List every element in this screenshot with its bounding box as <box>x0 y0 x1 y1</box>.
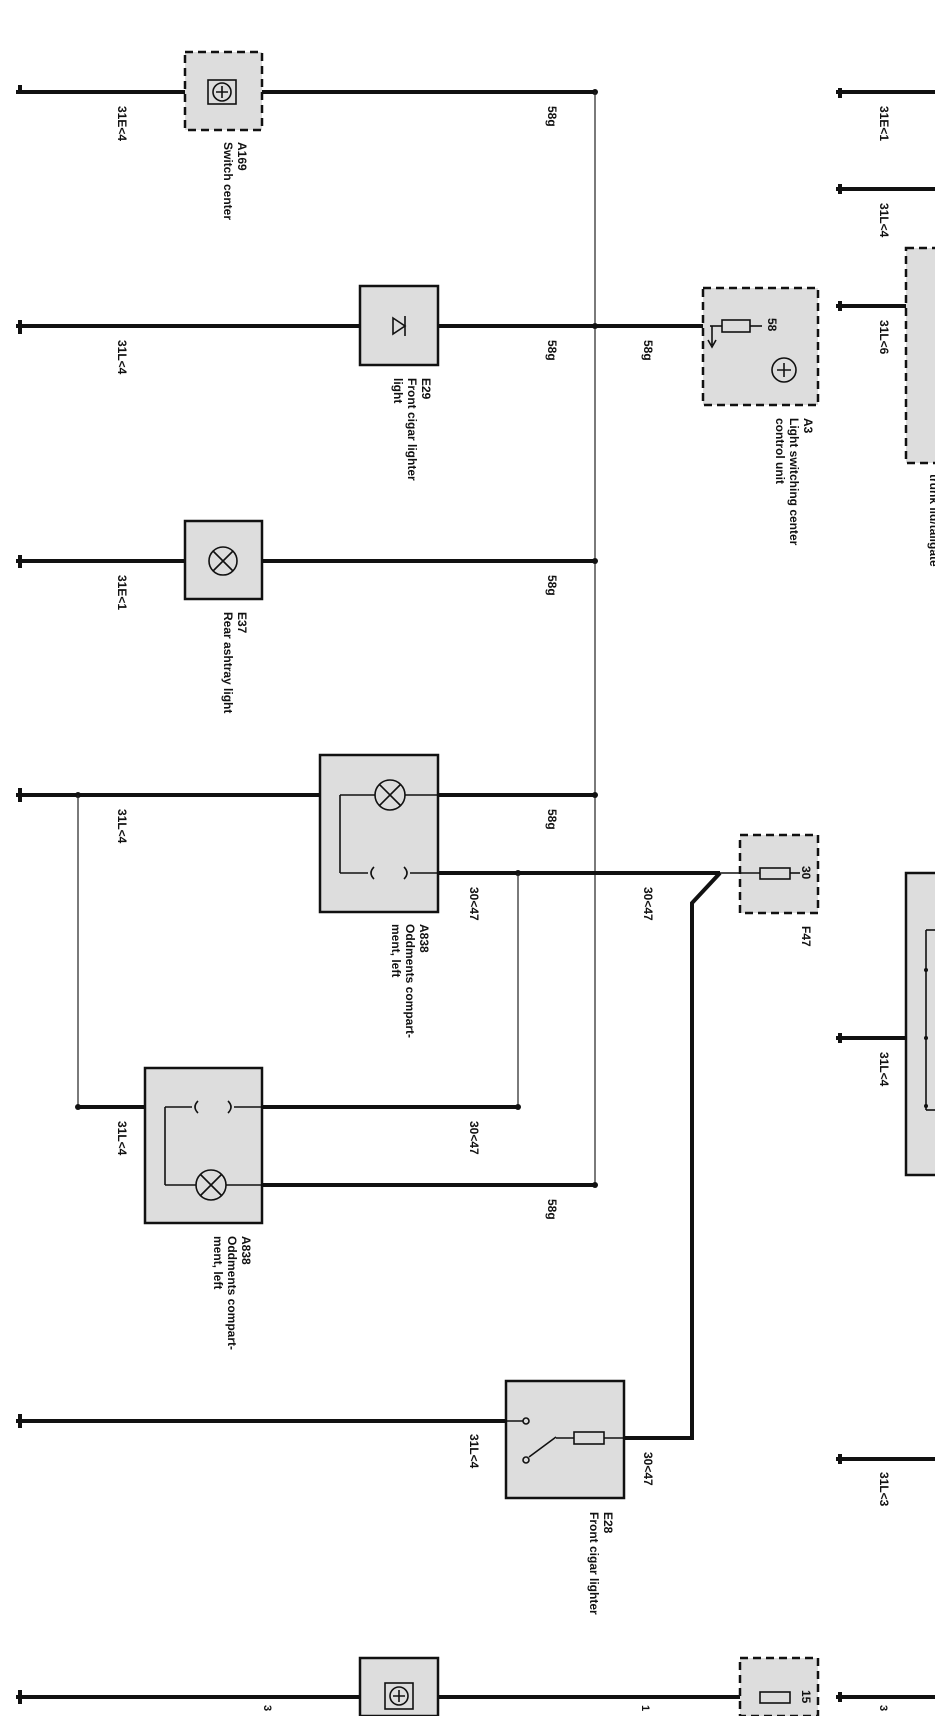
wire-label: 31L<4 <box>115 809 129 844</box>
circuit-e28: 31L<4 30<47 E28 Front cigar lighter <box>20 1379 655 1615</box>
a838-upper-box <box>318 753 440 914</box>
component-name: light <box>391 378 405 403</box>
wire-label: 58g <box>545 106 559 127</box>
component-id: A3 <box>801 418 815 434</box>
pin-label: 30 <box>799 866 813 880</box>
right-component-box <box>904 871 935 1177</box>
component-name: trunk lid/tailgate <box>927 474 935 567</box>
wire-label: 58g <box>545 1199 559 1220</box>
circuit-e29: 31L<4 58g 58g E29 Front cigar lighter li… <box>20 284 705 481</box>
component-name: Front cigar lighter <box>587 1512 601 1615</box>
component-id: F47 <box>799 926 813 947</box>
wire-label: 31L<6 <box>877 320 891 355</box>
wire-label: 58g <box>641 340 655 361</box>
feed-f47-e28 <box>625 871 722 1440</box>
circuit-bottom: 15 3 1 3 <box>20 1656 889 1716</box>
circuit-a169: 31E<4 58g A169 Switch center <box>20 50 598 220</box>
wire-label: 31L<4 <box>877 203 891 238</box>
e29-light-box <box>358 284 440 367</box>
wire-label: 3 <box>877 1705 889 1711</box>
wire-label: 30<47 <box>641 887 655 921</box>
right-circuits: 31E<1 31L<4 31L<6 trunk lid/tailgate 31L… <box>836 88 935 1702</box>
component-name: control unit <box>773 418 787 484</box>
component-f47: 30 F47 <box>720 833 820 947</box>
component-id: E29 <box>419 378 433 400</box>
bottom-fuse-box <box>738 1656 820 1716</box>
component-name: Front cigar lighter <box>405 378 419 481</box>
wire-label: 30<47 <box>467 1121 481 1155</box>
wire-label: 58g <box>545 340 559 361</box>
component-name: ment, left <box>389 924 403 977</box>
pin-label: 58 <box>765 318 779 332</box>
a3-control-unit-box <box>701 286 820 407</box>
a838-lower-box <box>143 1066 264 1225</box>
circuit-a838-upper: 31L<4 58g 30<47 30<47 A838 Oddments comp… <box>20 753 720 1038</box>
wire-label: 31L<3 <box>877 1472 891 1507</box>
f47-fuse-box <box>738 833 820 915</box>
component-name: ment, left <box>211 1236 225 1289</box>
wire-label: 30<47 <box>467 887 481 921</box>
circuit-e37: 31E<1 58g E37 Rear ashtray light <box>20 519 598 713</box>
wire-label: 30<47 <box>641 1452 655 1486</box>
wire-label: 1 <box>639 1705 651 1711</box>
wire-label: 58g <box>545 809 559 830</box>
pin-label: 15 <box>799 1690 813 1704</box>
wire-label: 31L<4 <box>115 340 129 375</box>
circuit-a838-lower: 31L<4 30<47 58g A838 Oddments compart- m… <box>75 1066 598 1350</box>
component-name: Rear ashtray light <box>221 612 235 713</box>
component-id: A838 <box>239 1236 253 1265</box>
component-id: A838 <box>417 924 431 953</box>
a169-switch-center-box <box>183 50 264 132</box>
wire-label: 31E<4 <box>115 106 129 141</box>
wire-label: 31L<4 <box>877 1052 891 1087</box>
wire-label: 31L<4 <box>115 1121 129 1156</box>
wire-label: 31E<1 <box>877 106 891 141</box>
wire-label: 58g <box>545 575 559 596</box>
component-name: Light switching center <box>787 418 801 546</box>
wire-label: 31L<4 <box>467 1434 481 1469</box>
trunk-lid-box <box>904 246 935 465</box>
wire-label: 3 <box>261 1705 273 1711</box>
component-id: E28 <box>601 1512 615 1534</box>
component-name: Oddments compart- <box>403 924 417 1038</box>
component-name: Oddments compart- <box>225 1236 239 1350</box>
e28-cigar-lighter-box <box>504 1379 626 1500</box>
component-id: E37 <box>235 612 249 634</box>
component-name: Switch center <box>221 142 235 220</box>
component-id: A169 <box>235 142 249 171</box>
wire-label: 31E<1 <box>115 575 129 610</box>
component-a3: 58 A3 Light switching center control uni… <box>701 286 820 546</box>
